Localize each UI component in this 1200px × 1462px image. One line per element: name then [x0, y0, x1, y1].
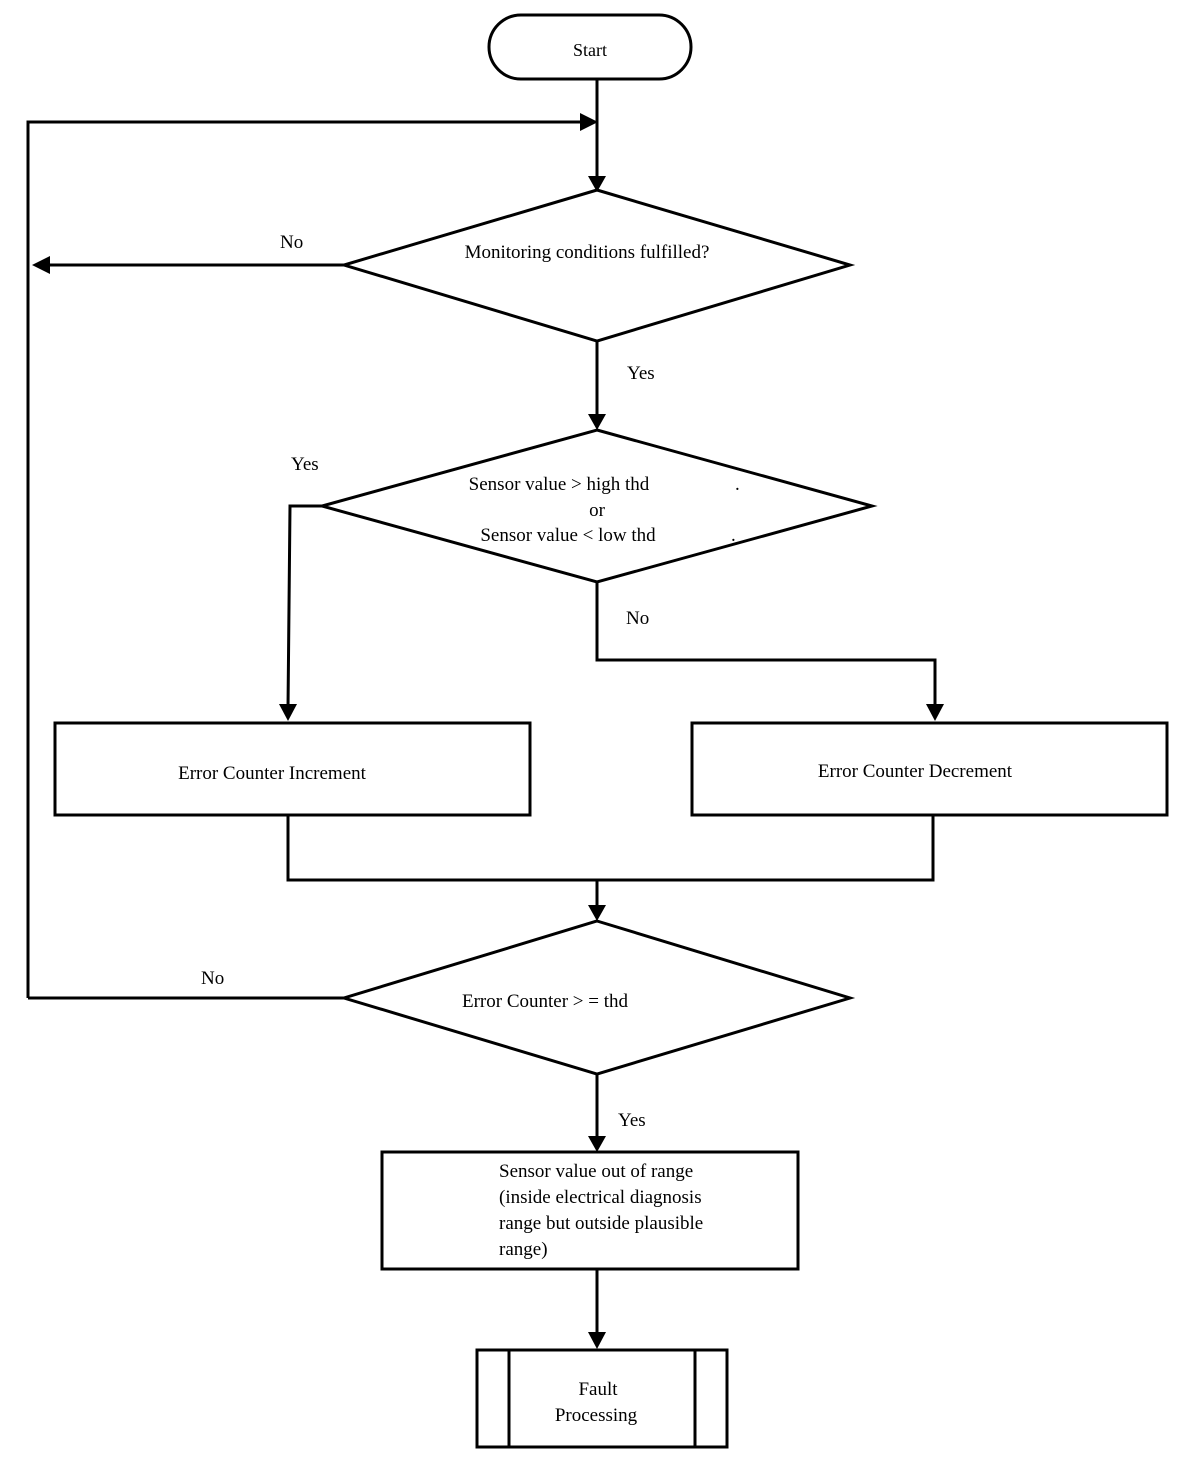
- arrowhead-monitoring-no: [32, 256, 50, 274]
- decision-counter-label: Error Counter > = thd: [462, 991, 629, 1012]
- fault-line1: Fault: [578, 1379, 618, 1400]
- subprocess-fault-processing: Fault Processing: [475, 1348, 729, 1449]
- arrowhead-decrement: [926, 704, 944, 721]
- process-decrement-label: Error Counter Decrement: [818, 761, 1013, 782]
- decision-sensor-threshold: Sensor value > high thd or Sensor value …: [316, 428, 878, 584]
- loop-back-line: [26, 120, 586, 998]
- decision-sensor-line3: Sensor value < low thd: [480, 525, 656, 546]
- monitoring-yes-label: Yes: [627, 363, 655, 384]
- arrowhead-monitoring: [588, 176, 606, 192]
- counter-yes-label: Yes: [618, 1110, 646, 1131]
- arrowhead-sensor-decision: [588, 414, 606, 430]
- fault-line2: Processing: [555, 1405, 638, 1426]
- process-sensor-out-of-range: Sensor value out of range (inside electr…: [380, 1150, 800, 1271]
- arrowhead-increment: [279, 704, 297, 721]
- process-error-counter-decrement: Error Counter Decrement: [690, 721, 1169, 817]
- decision-sensor-line1: Sensor value > high thd: [469, 474, 650, 495]
- out-of-range-line1: Sensor value out of range: [499, 1161, 693, 1182]
- decision-monitoring: Monitoring conditions fulfilled?: [338, 188, 856, 343]
- arrowhead-counter-decision: [588, 905, 606, 921]
- connector-increment-merge: [286, 815, 935, 882]
- decision-sensor-dot1: .: [735, 474, 740, 495]
- decision-error-counter: Error Counter > = thd: [338, 919, 856, 1076]
- start-label: Start: [573, 40, 607, 60]
- sensor-yes-label: Yes: [291, 454, 319, 475]
- arrowhead-fault: [588, 1332, 606, 1349]
- decision-monitoring-label: Monitoring conditions fulfilled?: [465, 242, 710, 263]
- process-increment-label: Error Counter Increment: [178, 763, 367, 784]
- arrowhead-out-of-range: [588, 1136, 606, 1152]
- out-of-range-line4: range): [499, 1239, 548, 1260]
- sensor-no-label: No: [626, 608, 649, 629]
- process-error-counter-increment: Error Counter Increment: [53, 721, 532, 817]
- connector-sensor-no: [595, 582, 937, 708]
- decision-sensor-dot2: .: [731, 525, 736, 546]
- out-of-range-line3: range but outside plausible: [499, 1213, 703, 1234]
- out-of-range-line2: (inside electrical diagnosis: [499, 1187, 702, 1208]
- start-terminator: Start: [487, 13, 693, 81]
- connector-sensor-yes: [286, 504, 322, 709]
- monitoring-no-label: No: [280, 232, 303, 253]
- decision-sensor-line2: or: [589, 500, 606, 521]
- counter-no-label: No: [201, 968, 224, 989]
- loop-back-arrowhead: [580, 113, 598, 131]
